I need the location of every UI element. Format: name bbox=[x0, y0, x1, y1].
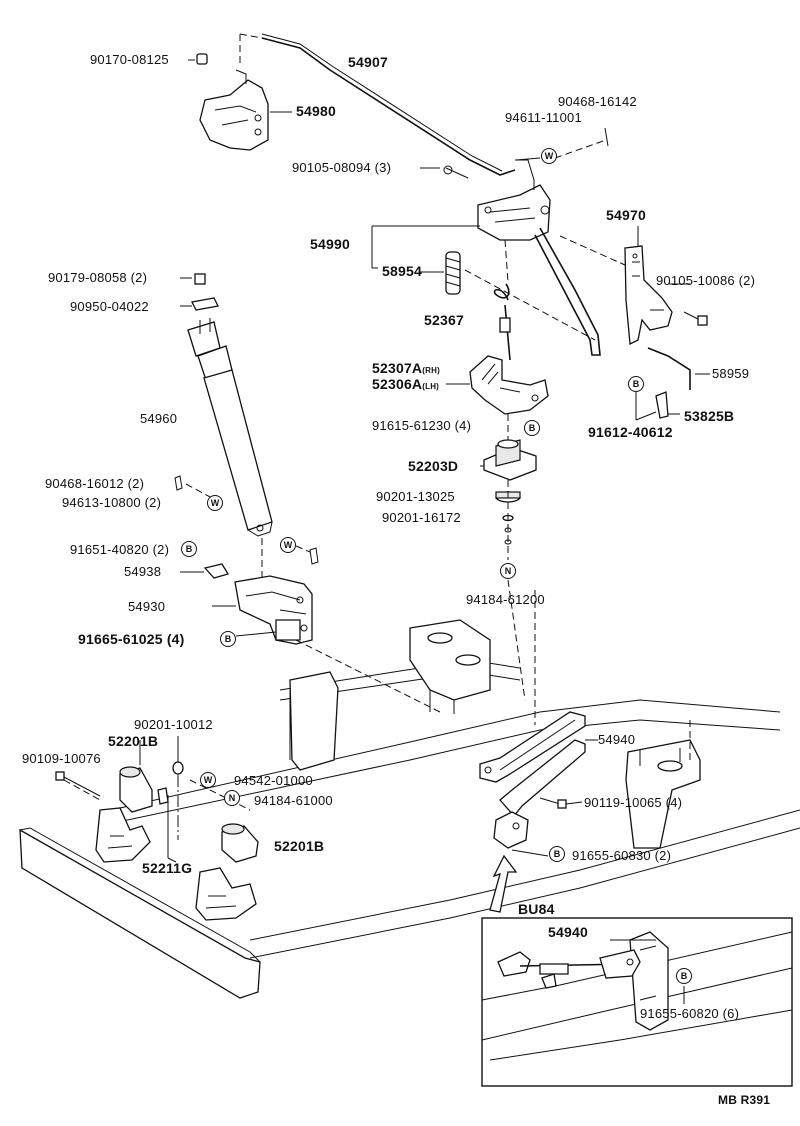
support-right bbox=[195, 867, 257, 921]
marker-b: B bbox=[628, 376, 644, 392]
label-54930: 54930 bbox=[128, 599, 166, 614]
latch-52307A bbox=[469, 355, 549, 415]
label-54907: 54907 bbox=[348, 54, 388, 70]
label-54980: 54980 bbox=[296, 103, 336, 119]
nut-90170 bbox=[196, 53, 208, 65]
prop-54940 bbox=[479, 711, 586, 849]
label-54940: 54940 bbox=[598, 732, 636, 747]
label-94184-61000: 94184-61000 bbox=[254, 793, 333, 808]
strut-54960 bbox=[187, 318, 273, 537]
clip-53825B bbox=[655, 391, 669, 419]
bracket-54938 bbox=[203, 563, 229, 579]
label-90179-08058: 90179-08058 (2) bbox=[48, 270, 148, 285]
label-54990: 54990 bbox=[310, 236, 350, 252]
marker-b: B bbox=[181, 541, 197, 557]
inset-title: BU84 bbox=[518, 901, 555, 917]
label-52307A: 52307A(RH) bbox=[372, 360, 440, 376]
plate-90950 bbox=[191, 297, 219, 311]
label-94184-61200: 94184-61200 bbox=[466, 592, 545, 607]
label-53825B: 53825B bbox=[684, 408, 735, 424]
bracket-54980 bbox=[199, 69, 269, 151]
nut-90179 bbox=[194, 273, 206, 285]
label-94613-10800: 94613-10800 (2) bbox=[62, 495, 162, 510]
label-91612-40612: 91612-40612 bbox=[588, 424, 673, 440]
label-90201-13025: 90201-13025 bbox=[376, 489, 455, 504]
label-90468-16142: 90468-16142 bbox=[558, 94, 637, 109]
label-91665-61025: 91665-61025 (4) bbox=[78, 631, 185, 647]
mount-52203D bbox=[483, 439, 537, 481]
support-left bbox=[95, 807, 151, 863]
bracket-54990 bbox=[477, 159, 551, 241]
label-54970: 54970 bbox=[606, 207, 646, 223]
label-54938: 54938 bbox=[124, 564, 162, 579]
label-52201B-bottom: 52201B bbox=[274, 838, 325, 854]
marker-b: B bbox=[524, 420, 540, 436]
label-90950-04022: 90950-04022 bbox=[70, 299, 149, 314]
inset-pointer-arrow bbox=[489, 854, 518, 913]
marker-w: W bbox=[207, 495, 223, 511]
marker-b: B bbox=[220, 631, 236, 647]
marker-w: W bbox=[541, 148, 557, 164]
marker-n: N bbox=[224, 790, 240, 806]
label-54960: 54960 bbox=[140, 411, 178, 426]
label-91655-60830: 91655-60830 (2) bbox=[572, 848, 672, 863]
label-52211G: 52211G bbox=[142, 860, 193, 876]
label-94542-01000: 94542-01000 bbox=[234, 773, 313, 788]
label-90119-10065: 90119-10065 (4) bbox=[584, 795, 683, 810]
label-52306A: 52306A(LH) bbox=[372, 376, 440, 392]
label-52201B-top: 52201B bbox=[108, 733, 159, 749]
label-90201-10012: 90201-10012 bbox=[134, 717, 213, 732]
label-91651-40820: 91651-40820 (2) bbox=[70, 542, 170, 557]
label-90105-08094: 90105-08094 (3) bbox=[292, 160, 392, 175]
bracket-54970 bbox=[624, 245, 673, 346]
bolt-90109 bbox=[61, 775, 101, 797]
spring-58954 bbox=[445, 251, 461, 295]
marker-w: W bbox=[200, 772, 216, 788]
rod-54907 bbox=[261, 33, 516, 176]
label-90105-10086: 90105-10086 (2) bbox=[656, 273, 756, 288]
label-52203D: 52203D bbox=[408, 458, 459, 474]
label-94611-11001: 94611-11001 bbox=[505, 110, 582, 125]
block-52201B-top bbox=[119, 766, 153, 813]
marker-b: B bbox=[676, 968, 692, 984]
link-58959 bbox=[647, 347, 691, 390]
hook-rod-52367 bbox=[493, 283, 511, 361]
label-91615-61230: 91615-61230 (4) bbox=[372, 418, 472, 433]
label-58954: 58954 bbox=[382, 263, 422, 279]
bracket-54930 bbox=[234, 575, 313, 645]
label-90109-10076: 90109-10076 bbox=[22, 751, 101, 766]
label-90468-16012: 90468-16012 (2) bbox=[45, 476, 145, 491]
marker-n: N bbox=[500, 563, 516, 579]
inset-drawing bbox=[481, 931, 793, 1061]
label-58959: 58959 bbox=[712, 366, 750, 381]
marker-b: B bbox=[549, 846, 565, 862]
label-52367: 52367 bbox=[424, 312, 464, 328]
marker-w: W bbox=[280, 537, 296, 553]
washer-90201-10012 bbox=[172, 761, 184, 775]
label-90201-16172: 90201-16172 bbox=[382, 510, 461, 525]
inset-label-91655-60820: 91655-60820 (6) bbox=[640, 1006, 740, 1021]
label-90170-08125: 90170-08125 bbox=[90, 52, 169, 67]
arm-54990 bbox=[534, 227, 601, 356]
figure-code: MB R391 bbox=[718, 1093, 771, 1107]
inset-label-54940: 54940 bbox=[548, 924, 588, 940]
block-52201B-bottom bbox=[221, 823, 259, 863]
